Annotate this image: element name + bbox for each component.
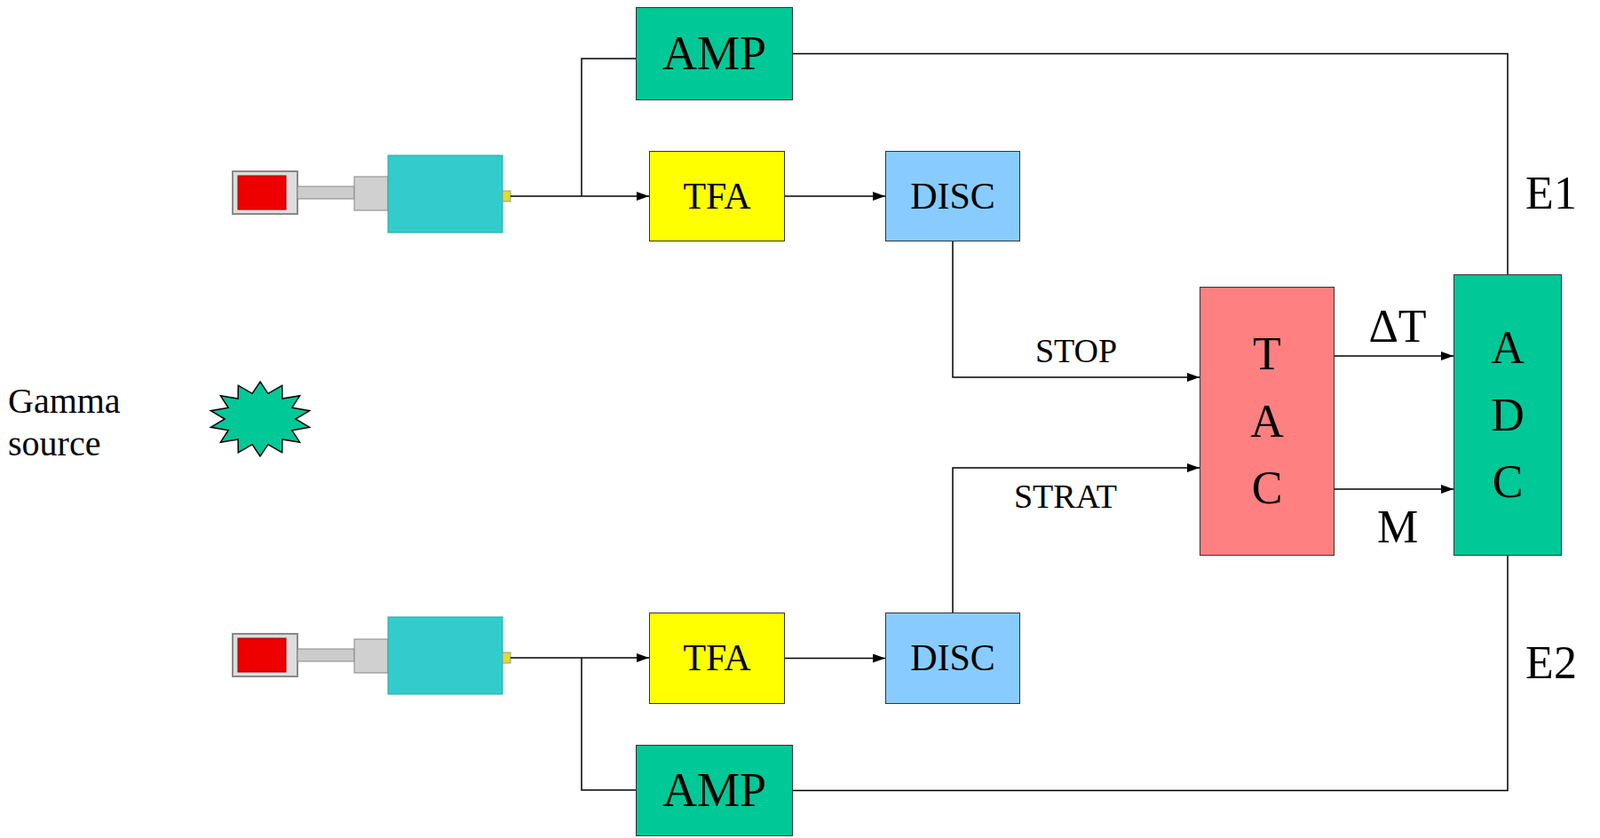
amplifier-box: AMP (635, 7, 793, 101)
signal-connector (784, 657, 886, 660)
signal-connector (952, 241, 1200, 378)
detector (232, 617, 511, 695)
signal-connector (784, 195, 886, 198)
signal-connector (792, 555, 1508, 792)
discriminator-box: DISC (885, 612, 1021, 705)
signal-connector (952, 467, 1200, 613)
source-label: Gamma source (7, 380, 142, 466)
detector (232, 155, 511, 233)
signal-wire (581, 657, 636, 791)
signal-name: E2 (1525, 637, 1577, 689)
gamma-source-symbol (210, 381, 309, 457)
box-label: ADC (1484, 314, 1531, 515)
box-label: AMP (662, 764, 767, 817)
tac-box: TAC (1199, 286, 1335, 556)
box-label: TAC (1243, 320, 1291, 522)
signal-connector (1334, 488, 1454, 491)
signal-name: M (1377, 501, 1418, 553)
box-label: TFA (682, 637, 751, 679)
adc-box: ADC (1453, 274, 1562, 556)
signal-wire (510, 195, 650, 198)
tfa-box: TFA (649, 612, 785, 705)
signal-wire (510, 657, 650, 659)
box-label: TFA (682, 175, 751, 217)
signal-name: STOP (1035, 332, 1117, 371)
signal-wire (581, 58, 636, 197)
discriminator-box: DISC (885, 150, 1021, 242)
box-label: DISC (910, 637, 996, 679)
signal-connector (1334, 355, 1454, 357)
signal-name: STRAT (1013, 478, 1117, 516)
signal-connector (792, 54, 1508, 276)
signal-name: ΔT (1368, 300, 1426, 352)
box-label: DISC (910, 175, 996, 217)
box-label: AMP (662, 27, 767, 80)
amplifier-box: AMP (635, 744, 793, 837)
tfa-box: TFA (649, 150, 785, 242)
signal-name: E1 (1525, 167, 1577, 219)
